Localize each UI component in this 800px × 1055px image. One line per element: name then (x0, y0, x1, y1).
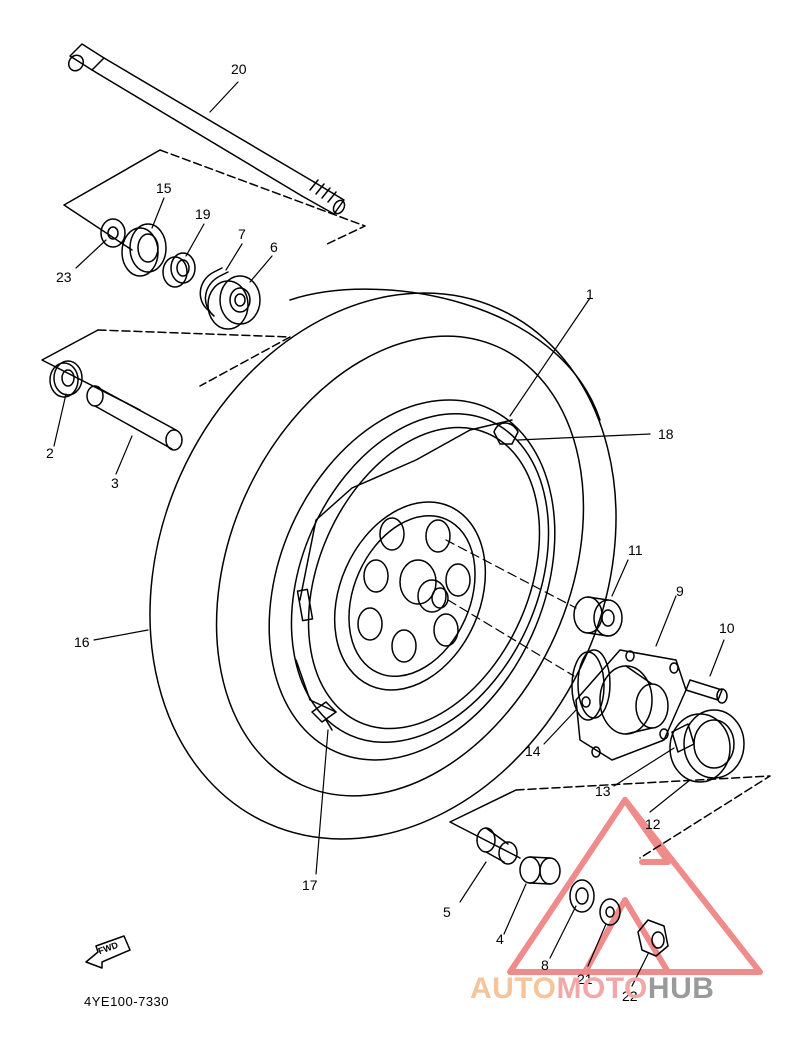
callout-14: 14 (525, 743, 541, 759)
callout-15: 15 (156, 180, 172, 196)
nut-part-22 (637, 919, 669, 957)
washer-part-8 (569, 879, 595, 913)
bolt-part-10 (685, 679, 728, 704)
collar-part-11 (573, 596, 623, 637)
tire-part-16 (149, 288, 617, 840)
bearing-part-12 (669, 709, 745, 783)
diagram-code-label: 4YE100-7330 (84, 994, 170, 1009)
callout-21: 21 (577, 971, 593, 987)
callout-20: 20 (231, 61, 247, 77)
valve-part-17 (311, 701, 337, 731)
callout-11: 11 (628, 542, 643, 558)
axle-part-20 (67, 43, 346, 215)
oil-seal-part-13 (671, 723, 695, 753)
callout-23: 23 (56, 269, 72, 285)
callout-18: 18 (658, 426, 674, 442)
balance-weight-part-18 (493, 422, 519, 445)
clutch-hub-part-9 (575, 649, 687, 761)
callout-22: 22 (622, 988, 638, 1004)
watermark-hub: HUB (647, 972, 715, 1005)
callout-13: 13 (595, 783, 611, 799)
callout-3: 3 (111, 475, 119, 491)
collar-part-5 (476, 827, 518, 865)
group-bracket-lines (41, 149, 771, 859)
watermark-wordmark: AUTOMOTOHUB (470, 972, 714, 1006)
bearing-part-6 (207, 275, 261, 330)
callout-6: 6 (270, 239, 278, 255)
spacer-part-4 (519, 856, 561, 885)
leader-lines (53, 81, 725, 987)
wheel-rim-part-16 (268, 399, 556, 761)
collar-part-19 (162, 252, 196, 288)
callout-1: 1 (586, 286, 594, 302)
wheel-hub (333, 501, 487, 691)
fwd-arrow (85, 935, 131, 969)
watermark-auto: AUTO (470, 972, 557, 1005)
callout-5: 5 (443, 904, 451, 920)
callout-4: 4 (496, 931, 504, 947)
spacer-part-3 (86, 385, 183, 451)
washer-part-21 (599, 898, 621, 926)
circlip-part-7 (199, 267, 229, 317)
washer-part-23 (100, 218, 126, 248)
bearing-part-2 (49, 360, 83, 398)
callout-16: 16 (74, 634, 90, 650)
callout-19: 19 (195, 206, 211, 222)
watermark-moto: MOTO (556, 972, 648, 1005)
callout-12: 12 (645, 816, 661, 832)
callout-10: 10 (719, 620, 735, 636)
watermark-triangle-logo (507, 797, 763, 975)
callout-8: 8 (541, 957, 549, 973)
callout-9: 9 (676, 583, 684, 599)
oil-seal-part-15 (121, 223, 167, 277)
o-ring-part-14 (571, 649, 611, 721)
callout-2: 2 (46, 445, 54, 461)
callout-7: 7 (238, 226, 246, 242)
callout-17: 17 (302, 877, 318, 893)
